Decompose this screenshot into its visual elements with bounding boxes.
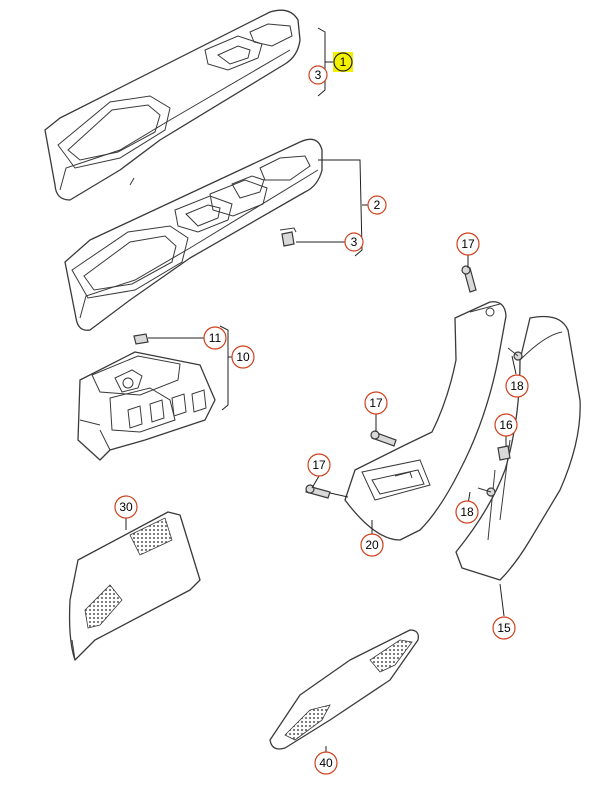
svg-text:18: 18 [510,379,524,393]
callout-18-lower[interactable]: 18 [455,500,479,524]
part-10-switch-carrier [77,351,216,461]
callout-20[interactable]: 20 [360,533,384,557]
svg-text:18: 18 [460,505,474,519]
svg-text:3: 3 [351,235,358,249]
callout-40[interactable]: 40 [314,751,338,775]
callout-1[interactable]: 1 [333,52,353,72]
part-2-armrest-bezel-large [64,138,323,331]
callout-17-lower[interactable]: 17 [307,453,331,477]
svg-text:11: 11 [209,331,222,345]
callout-17-top[interactable]: 17 [456,232,480,256]
svg-text:17: 17 [369,396,383,410]
screw-17-lower [305,484,331,499]
svg-text:3: 3 [315,68,322,82]
svg-text:2: 2 [374,198,381,212]
callout-11[interactable]: 11 [203,326,227,350]
screw-18-lower [477,487,496,497]
callout-label: 1 [340,55,347,69]
callout-10[interactable]: 10 [231,345,255,369]
part-15-door-pull-trim [455,315,581,581]
part-40-grille-trim [269,629,419,750]
svg-text:16: 16 [499,418,513,432]
callout-30[interactable]: 30 [114,495,138,519]
svg-text:15: 15 [497,621,511,635]
screw-17-top [461,265,477,293]
callout-16[interactable]: 16 [494,413,518,437]
callout-3-upper[interactable]: 3 [308,65,328,85]
svg-text:10: 10 [236,350,250,364]
callout-17-middle[interactable]: 17 [364,391,388,415]
svg-text:40: 40 [319,756,333,770]
screw-18-upper [507,347,523,361]
part-1-armrest-bezel [44,9,301,201]
screw-17-middle [370,430,397,447]
svg-text:20: 20 [365,538,379,552]
callout-2[interactable]: 2 [367,195,387,215]
callout-3-lower[interactable]: 3 [344,232,364,252]
clip-16 [497,445,511,461]
svg-text:30: 30 [119,500,133,514]
part-30-speaker-panel [68,511,201,661]
part-11-clip [133,333,149,345]
callout-18-upper[interactable]: 18 [505,374,529,398]
svg-text:17: 17 [312,458,326,472]
part-20-handle-bracket [344,301,507,541]
callout-15[interactable]: 15 [492,616,516,640]
part-3-clip [279,227,297,247]
svg-text:17: 17 [461,237,475,251]
